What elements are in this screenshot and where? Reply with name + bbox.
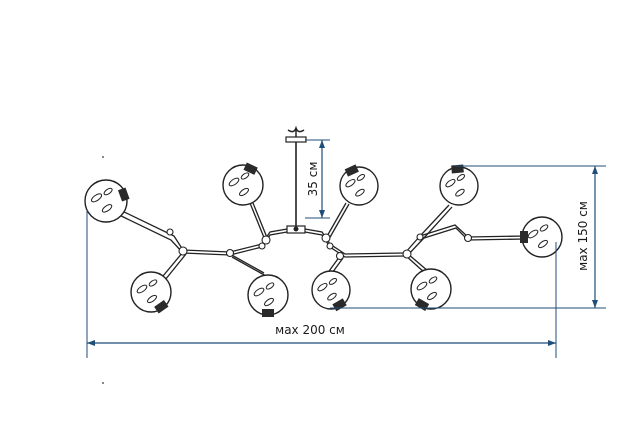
height-dimension: мах 150 см (330, 165, 606, 309)
width-dimension-label: мах 200 см (275, 323, 345, 337)
glass-shades (84, 162, 563, 317)
glass-shade (520, 216, 563, 258)
stray-dot (102, 156, 104, 158)
drop-dimension-label: 35 см (306, 162, 320, 197)
right-arm-joints (321, 233, 473, 261)
drop-dimension: 35 см (305, 139, 330, 219)
central-hub (286, 225, 306, 234)
glass-shade (410, 268, 452, 312)
glass-shade (339, 164, 379, 206)
height-dimension-label: мах 150 см (576, 201, 590, 271)
width-dimension: мах 200 см (86, 210, 557, 358)
glass-shade (130, 271, 172, 314)
glass-shade (439, 164, 479, 206)
glass-shade (247, 274, 289, 317)
glass-shade (84, 179, 130, 223)
stray-dot (102, 382, 104, 384)
glass-shade (311, 270, 351, 312)
glass-shade (222, 162, 264, 206)
left-arm-joints (166, 228, 271, 258)
right-arm-structure (304, 202, 526, 281)
ceiling-canopy (285, 125, 307, 143)
